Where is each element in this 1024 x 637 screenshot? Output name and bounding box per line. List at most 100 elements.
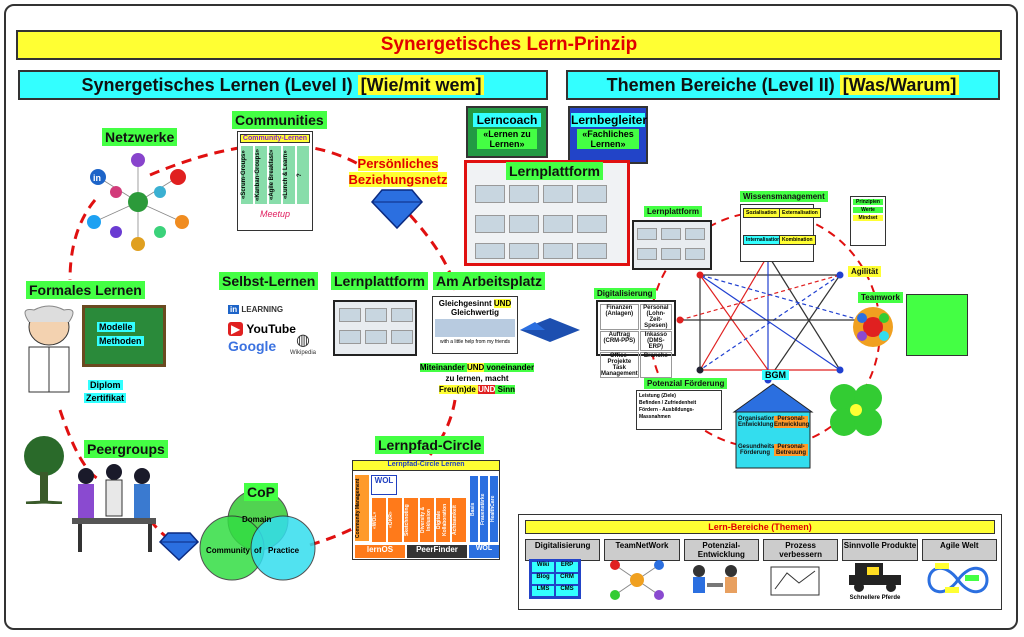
lernpfad-header: Lernpfad-Circle Lernen bbox=[353, 461, 499, 471]
formales-label: Formales Lernen bbox=[26, 281, 145, 299]
lernos-logo: lernOS bbox=[355, 545, 405, 558]
cop-community: Community bbox=[206, 546, 250, 555]
themen-item: Sinnvolle Produkte bbox=[842, 539, 918, 561]
agile-principles-card: Prinzipien Werte Mindset bbox=[850, 196, 886, 246]
car-icon bbox=[845, 559, 905, 593]
themen-dig-cell: Blog bbox=[532, 574, 554, 584]
themen-dig-cell: CRM bbox=[556, 574, 578, 584]
level1-header: Synergetisches Lernen (Level I) [Wie/mit… bbox=[18, 70, 548, 100]
diplom-label: Diplom bbox=[88, 380, 123, 390]
lernbegleiter-title: Lernbegleiter bbox=[571, 113, 648, 127]
themen-item: Potenzial-Entwicklung bbox=[683, 539, 759, 561]
dig-cell: Personal (Lohn-Zeit-Spesen) bbox=[639, 304, 672, 330]
modelle-label: Modelle bbox=[97, 322, 135, 332]
linkedin-learning-logo: in LEARNING bbox=[228, 305, 284, 314]
google-logo: Google bbox=[228, 338, 277, 354]
community-col: «Kanban-Groups» bbox=[254, 145, 268, 205]
potenzial-meeting-icon bbox=[685, 561, 745, 601]
wikipedia-logo: ◍Wikipedia bbox=[290, 332, 317, 356]
methoden-label: Methoden bbox=[97, 336, 144, 346]
themen-dig-grid: Wiki ERP Blog CRM LMS CMS bbox=[529, 559, 581, 599]
wissensmanagement-card: Sozialisation Externalisation Internalis… bbox=[740, 204, 821, 262]
persoenliches-label: Persönliches Beziehungsnetz bbox=[348, 156, 448, 187]
network-people-icon: in bbox=[84, 152, 192, 252]
svg-text:in: in bbox=[93, 173, 101, 183]
teamwork-notes bbox=[906, 294, 968, 356]
lernpfad-label: Lernpfad-Circle bbox=[375, 436, 485, 454]
cop-practice: Practice bbox=[268, 546, 300, 555]
friends-image bbox=[435, 319, 515, 337]
peerfinder-logo: PeerFinder bbox=[407, 545, 467, 558]
communities-label: Communities bbox=[232, 111, 327, 129]
peergroup-people-icon bbox=[64, 462, 164, 554]
lernpfad-col: Digitale Kollaboration bbox=[435, 497, 451, 543]
handshake-icon bbox=[520, 318, 580, 342]
themen-box: Lern-Bereiche (Themen) Digitalisierung T… bbox=[518, 514, 1002, 610]
potenzial-label: Potenzial Förderung bbox=[644, 378, 728, 389]
dig-grid: Finanzen (Anlagen) Personal (Lohn-Zeit-S… bbox=[598, 302, 674, 380]
wol-bottom: WOL bbox=[469, 545, 499, 558]
lernplattform-small-screen bbox=[632, 220, 712, 270]
community-lernen-card: Community-Lernen «Scrum-Groups» «Kanban-… bbox=[237, 131, 313, 231]
zertifikat-label: Zertifikat bbox=[84, 393, 127, 403]
dig-cell: Office-Projekte Task Management bbox=[600, 352, 639, 378]
lerncoach-sub: «Lernen zu Lernen» bbox=[477, 129, 537, 149]
bgm-cell: Organisations-Entwicklung bbox=[738, 416, 781, 428]
level2-header: Themen Bereiche (Level II) [Was/Warum] bbox=[566, 70, 1000, 100]
agile-loop-icon bbox=[925, 557, 991, 603]
arbeitsplatz-label: Am Arbeitsplatz bbox=[433, 272, 546, 290]
lernpfad-col: Sketchnoting bbox=[403, 497, 419, 543]
youtube-logo: ▶ YouTube bbox=[228, 322, 296, 336]
lerncoach-card: Lerncoach «Lernen zu Lernen» bbox=[466, 106, 548, 158]
lernpfad-col-cm: Community Management bbox=[355, 475, 369, 541]
gleichgesinnt-card: Gleichgesinnt UND Gleichwertig with a li… bbox=[432, 296, 518, 354]
lernbegleiter-card: Lernbegleiter «Fachliches Lernen» bbox=[568, 106, 648, 164]
themen-dig-cell: LMS bbox=[532, 586, 554, 596]
community-col: «Lunch & Learn» bbox=[282, 145, 296, 205]
cop-label: CoP bbox=[244, 483, 278, 501]
wissensmanagement-label: Wissensmanagement bbox=[740, 191, 828, 202]
community-col: ? bbox=[296, 145, 310, 205]
themen-item: Prozess verbessern bbox=[762, 539, 839, 561]
wol-logo: WOL bbox=[371, 475, 397, 495]
lernpfad-col: «WOL» bbox=[371, 497, 387, 543]
lernpfad-col: Basis bbox=[469, 475, 479, 543]
lernpfad-col: Frauenstärke bbox=[479, 475, 489, 543]
lernbegleiter-sub: «Fachliches Lernen» bbox=[577, 129, 639, 149]
themen-tabs: Digitalisierung TeamNetWork Potenzial-En… bbox=[525, 539, 997, 561]
level2-text: Themen Bereiche (Level II) bbox=[606, 75, 840, 95]
selbst-lernen-label: Selbst-Lernen bbox=[219, 272, 319, 290]
potenzial-item: Fördern - Ausbildungs-Massnahmen bbox=[639, 407, 695, 420]
potenzial-card: Leistung (Ziele) Befinden / Zufriedenhei… bbox=[636, 390, 722, 430]
potenzial-item: Befinden / Zufriedenheit bbox=[639, 400, 697, 406]
bgm-cell: Gesundheits-Förderung bbox=[738, 444, 777, 456]
miteinander-text: Miteinander UND voneinander zu lernen, m… bbox=[419, 363, 535, 394]
community-lernen-title: Community-Lernen bbox=[240, 134, 310, 143]
themen-dig-cell: Wiki bbox=[532, 562, 554, 572]
cop-domain: Domain bbox=[242, 515, 272, 524]
lernpfad-col: HealthCare bbox=[489, 475, 499, 543]
linkedin-icon: in bbox=[228, 305, 240, 314]
level1-text: Synergetisches Lernen (Level I) bbox=[81, 75, 358, 95]
dig-cell: Branche bbox=[639, 352, 672, 378]
wm-tag: Externalisation bbox=[779, 208, 821, 218]
lernplattform-main-label: Lernplattform bbox=[506, 162, 603, 180]
community-col: «Agile Breakfast» bbox=[268, 145, 282, 205]
friends-caption: with a little help from my friends bbox=[439, 339, 511, 345]
teamnetwork-icon bbox=[607, 557, 667, 603]
netzwerke-label: Netzwerke bbox=[102, 128, 178, 146]
peergroups-label: Peergroups bbox=[84, 440, 168, 458]
lernpfad-col: Achtsamkeit bbox=[451, 497, 467, 543]
schnellere-pferde: Schnellere Pferde bbox=[849, 595, 901, 601]
lernpfad-card: Lernpfad-Circle Lernen Community Managem… bbox=[352, 460, 500, 560]
level2-highlight: [Was/Warum] bbox=[839, 75, 960, 95]
lernplattform-left-label: Lernplattform bbox=[331, 272, 428, 290]
themen-item: Digitalisierung bbox=[525, 539, 601, 561]
level1-highlight: [Wie/mit wem] bbox=[357, 75, 485, 95]
lernpfad-blue-columns: Basis Frauenstärke HealthCare bbox=[469, 475, 499, 543]
professor-icon bbox=[14, 302, 84, 397]
clover-icon bbox=[826, 380, 886, 442]
themen-header: Lern-Bereiche (Themen) bbox=[525, 520, 995, 534]
bgm-label: BGM bbox=[762, 370, 789, 380]
dig-cell: Finanzen (Anlagen) bbox=[600, 304, 639, 330]
